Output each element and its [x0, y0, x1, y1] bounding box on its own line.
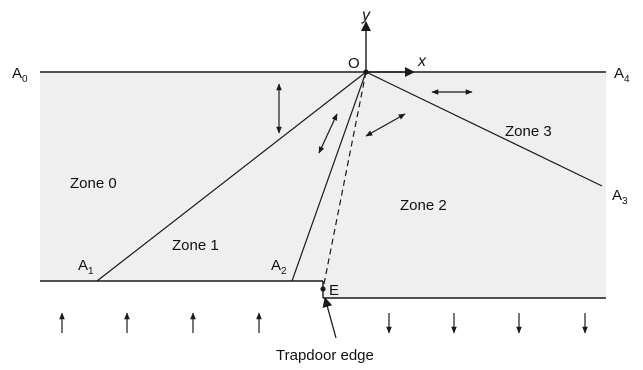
boundary-O-E-dashed: [322, 71, 367, 290]
trapdoor-edge-dot: [320, 286, 326, 292]
point-A4-label: A4: [614, 65, 630, 85]
point-A2-label: A2: [271, 257, 287, 277]
point-A0-label: A0: [12, 65, 28, 85]
x-axis-label: x: [417, 53, 427, 70]
zone1-velocity-arrow: [318, 113, 338, 154]
trapdoor-edge-label: Trapdoor edge: [276, 347, 374, 364]
boundary-O-A2: [291, 71, 367, 282]
point-E-label: E: [329, 282, 339, 299]
trapdoor-edge-pointer: [322, 297, 337, 339]
zone2-velocity-arrow: [365, 113, 406, 137]
zone-0-label: Zone 0: [70, 175, 117, 192]
boundary-O-A3: [365, 71, 603, 187]
origin-label: O: [348, 55, 360, 72]
boundary-O-A1: [96, 71, 367, 282]
origin-dot: [363, 69, 369, 75]
point-A3-label: A3: [612, 187, 628, 207]
y-axis-label: y: [361, 7, 371, 24]
zone-1-label: Zone 1: [172, 237, 219, 254]
zone-2-label: Zone 2: [400, 197, 447, 214]
zone-3-label: Zone 3: [505, 123, 552, 140]
soil-region: [40, 72, 606, 298]
point-A1-label: A1: [78, 257, 94, 277]
